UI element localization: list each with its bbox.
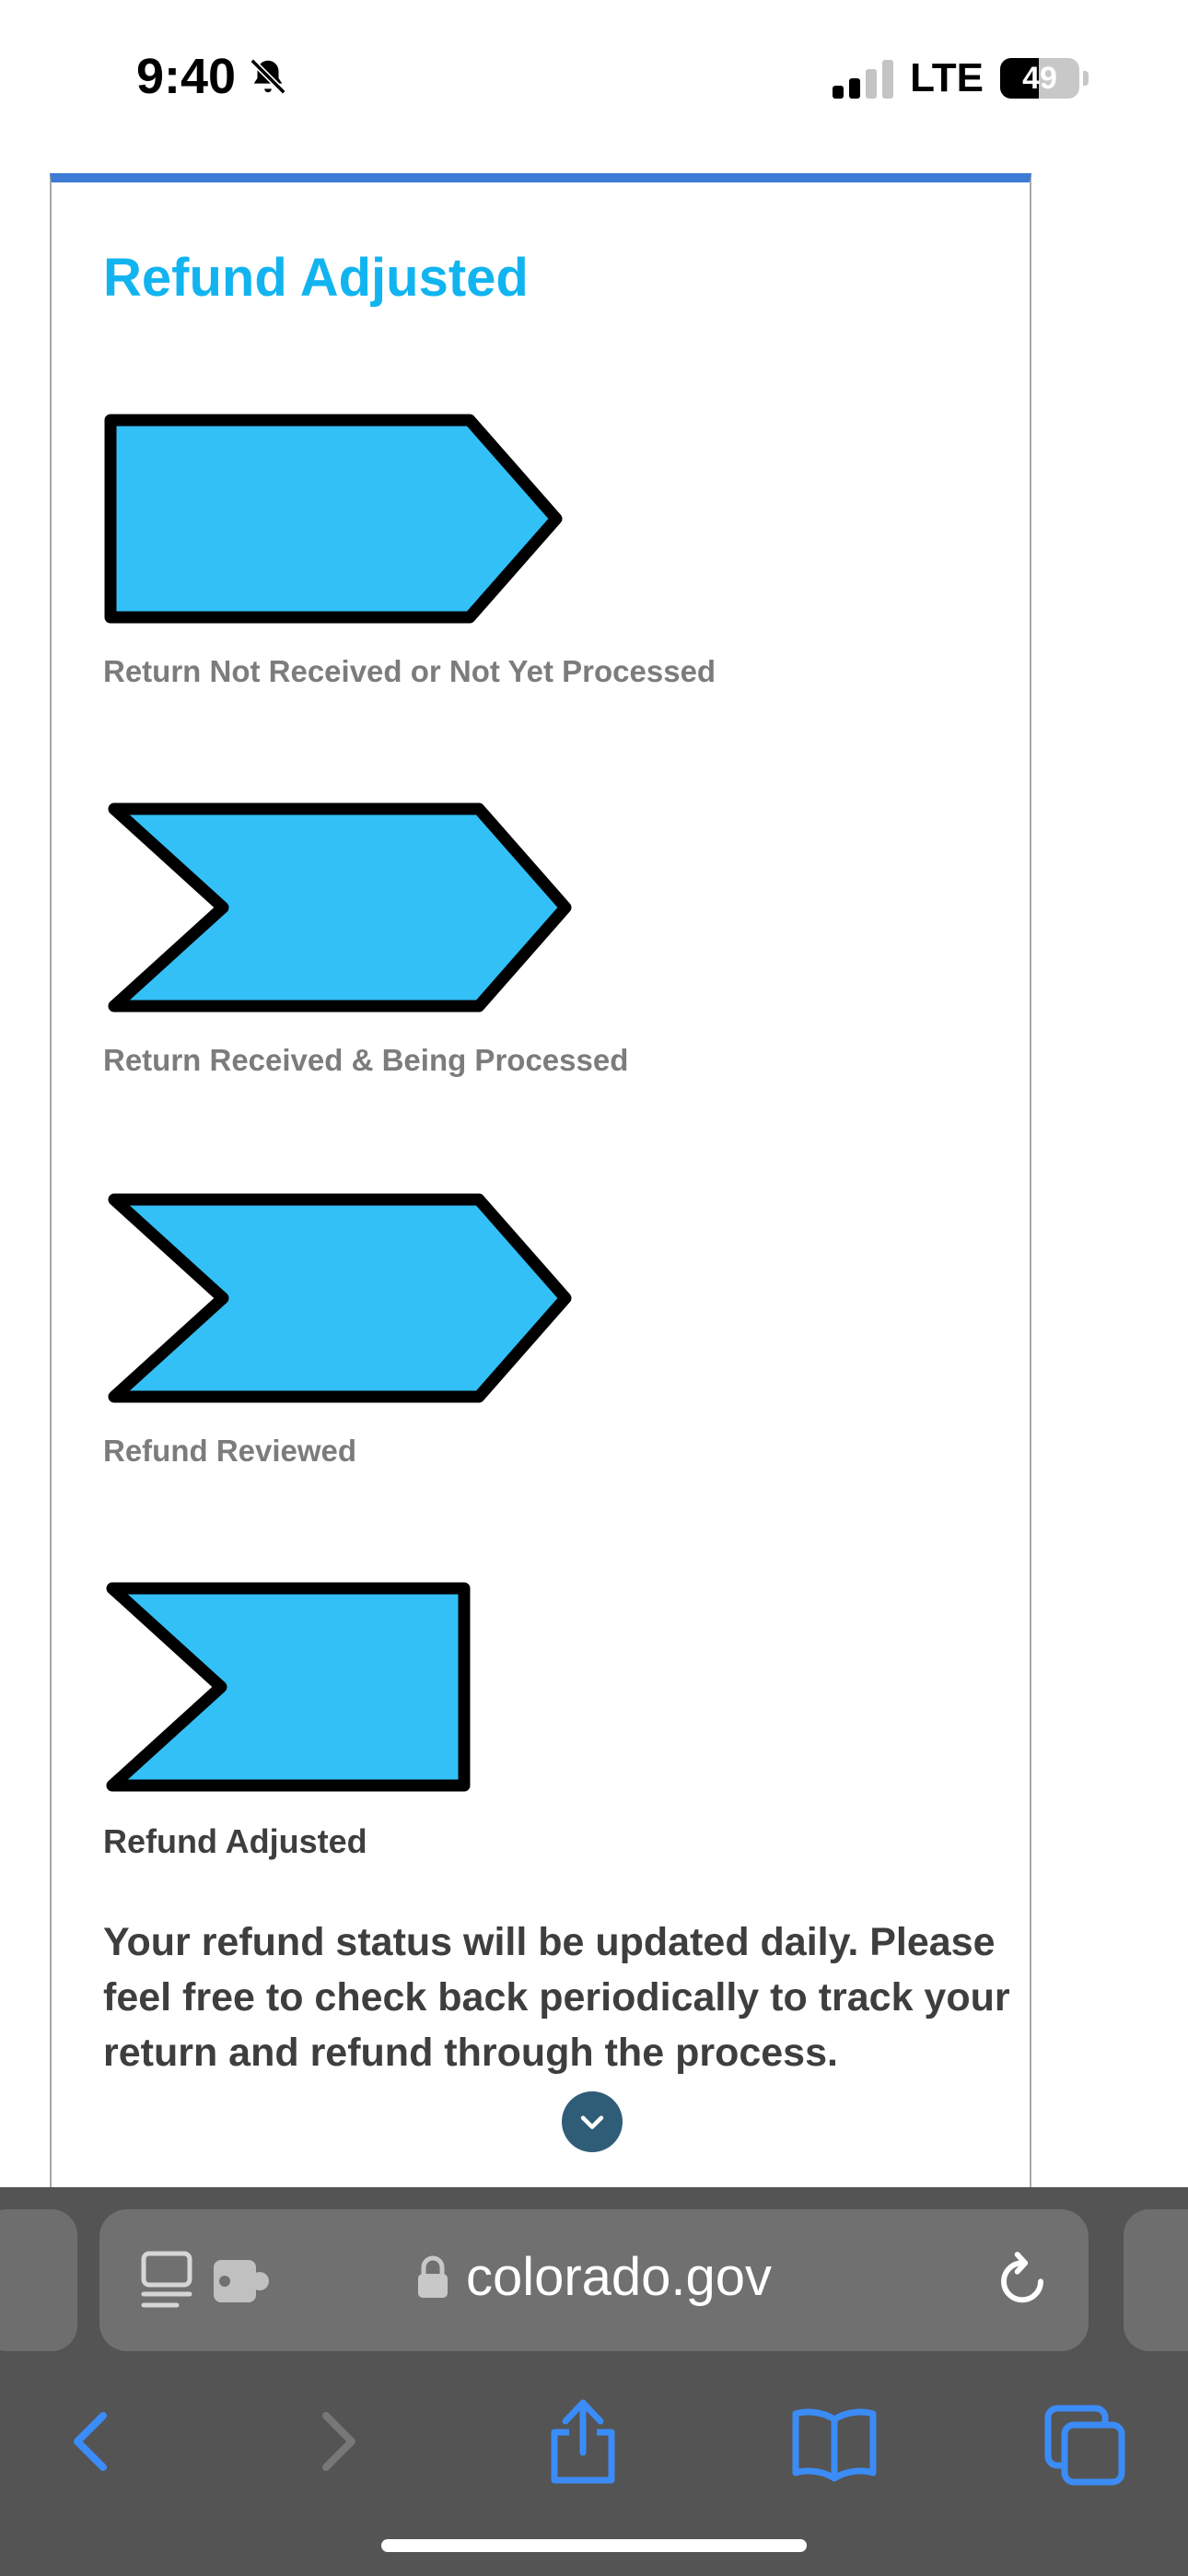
scroll-down-button[interactable] — [562, 2091, 623, 2152]
refund-status-card: Refund Adjusted Return Not Received or N… — [50, 173, 1031, 2191]
reload-icon[interactable] — [993, 2248, 1052, 2313]
step-chevron-shape — [108, 1193, 572, 1403]
network-type: LTE — [910, 55, 984, 100]
bookmarks-button[interactable] — [788, 2381, 880, 2500]
url-display[interactable]: colorado.gov — [99, 2246, 1089, 2308]
page-title: Refund Adjusted — [103, 248, 529, 308]
step-refund-adjusted: Refund Adjusted — [103, 1581, 472, 1861]
next-tab-preview[interactable] — [1124, 2209, 1188, 2351]
step-return-not-received: Return Not Received or Not Yet Processed — [103, 413, 716, 689]
share-button[interactable] — [542, 2381, 624, 2500]
tabs-button[interactable] — [1041, 2381, 1129, 2500]
status-time-group: 9:40 — [136, 48, 289, 105]
previous-tab-preview[interactable] — [0, 2209, 77, 2351]
battery-nub — [1083, 71, 1089, 86]
step-return-received: Return Received & Being Processed — [103, 802, 628, 1078]
battery-fill — [1000, 58, 1040, 99]
address-bar-left-icons — [140, 2250, 273, 2311]
status-info-text: Your refund status will be updated daily… — [103, 1920, 1010, 2075]
step-chevron-shape — [108, 802, 572, 1013]
chevron-down-icon — [580, 2115, 604, 2129]
url-text: colorado.gov — [465, 2247, 773, 2307]
status-bar: 9:40 LTE 49 — [0, 0, 1188, 166]
step-label: Return Received & Being Processed — [103, 1043, 629, 1077]
step-label: Refund Reviewed — [103, 1434, 357, 1468]
forward-button[interactable] — [300, 2381, 374, 2500]
status-time: 9:40 — [136, 49, 237, 104]
step-refund-reviewed: Refund Reviewed — [103, 1192, 573, 1469]
browser-nav-row — [0, 2381, 1188, 2500]
step-start-arrow-shape — [104, 414, 563, 624]
battery-level: 49 — [1022, 60, 1057, 96]
home-indicator — [381, 2539, 807, 2552]
status-right: LTE 49 — [833, 55, 1089, 101]
step-label: Return Not Received or Not Yet Processed — [103, 654, 716, 688]
extension-puzzle-icon[interactable] — [212, 2254, 273, 2306]
reader-mode-icon[interactable] — [140, 2250, 195, 2311]
bell-slash-icon — [250, 58, 286, 95]
signal-icon — [833, 60, 894, 99]
back-button[interactable] — [55, 2381, 129, 2500]
browser-toolbar: colorado.gov — [0, 2187, 1188, 2576]
battery-icon: 49 — [1000, 58, 1079, 99]
address-bar[interactable]: colorado.gov — [99, 2209, 1089, 2351]
step-label-current: Refund Adjusted — [103, 1822, 367, 1860]
lock-icon — [417, 2255, 448, 2298]
step-end-chevron-shape — [106, 1582, 471, 1792]
